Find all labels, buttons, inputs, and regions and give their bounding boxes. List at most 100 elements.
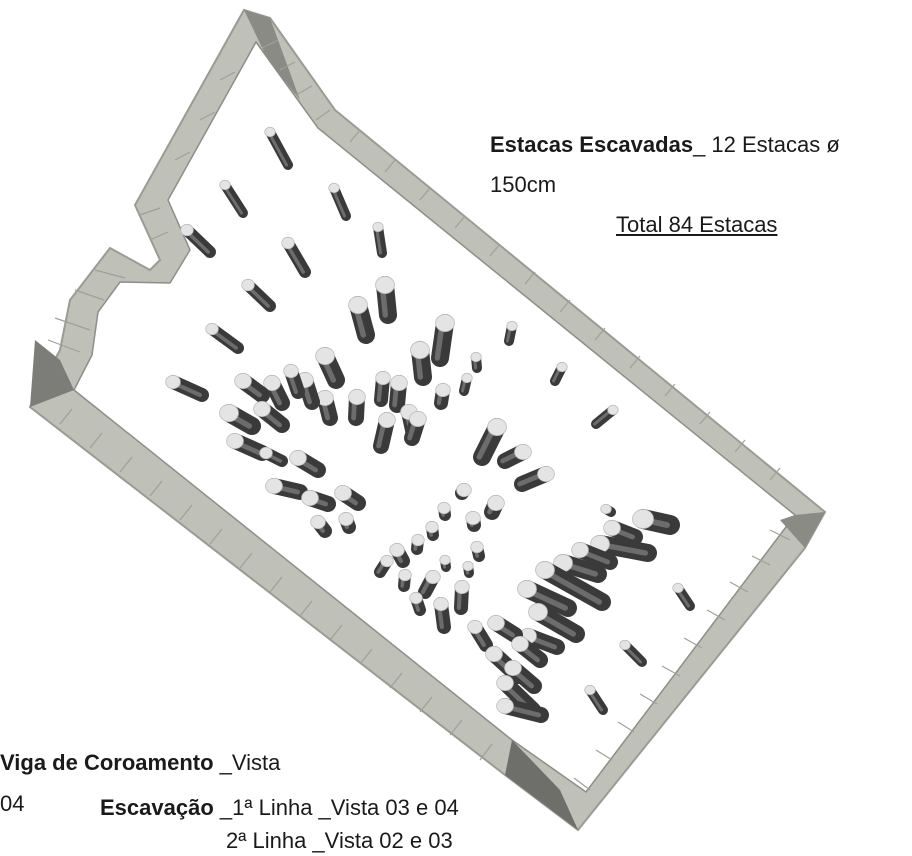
pile <box>316 389 338 426</box>
pile-cap <box>496 675 514 692</box>
pile-cap <box>487 615 505 632</box>
wall-joint <box>479 743 493 761</box>
wall-joint <box>261 39 279 49</box>
pile <box>514 465 555 492</box>
pile-cap <box>234 372 252 389</box>
pile <box>517 580 577 617</box>
estacas-diameter: 150cm <box>490 172 557 197</box>
pile-cap <box>380 554 394 568</box>
pile <box>259 446 288 467</box>
pile <box>241 278 276 312</box>
estacas-sep: _ <box>693 132 712 157</box>
wall-corner-shadow <box>244 10 300 100</box>
pile <box>484 494 505 520</box>
pile-cap <box>263 374 281 391</box>
wall-joint <box>295 85 313 96</box>
pile-cap <box>338 511 354 527</box>
pile <box>462 560 474 578</box>
estacas-title: Estacas Escavadas <box>490 132 694 157</box>
pile <box>328 182 351 221</box>
pile <box>289 449 326 478</box>
wall-joint <box>573 777 591 791</box>
wall-joint <box>706 609 726 621</box>
pile-cap <box>485 646 503 663</box>
pile <box>411 533 425 555</box>
pile <box>619 639 647 667</box>
pile <box>418 569 441 599</box>
wall-joint <box>89 432 103 449</box>
viga-detail-2: 04 <box>0 791 25 816</box>
escavacao-detail: _1ª Linha _Vista 03 e 04 <box>213 795 459 820</box>
pile <box>219 179 248 218</box>
pile-cap <box>375 370 391 386</box>
pile-cap <box>465 510 481 526</box>
pile-cap <box>310 514 326 530</box>
wall-corner-shadow <box>505 740 578 830</box>
pile <box>425 520 439 541</box>
wall-joint <box>219 71 236 81</box>
pile <box>535 561 611 611</box>
viga-title: Viga de Coroamento <box>0 750 214 775</box>
pile <box>584 684 608 715</box>
pile <box>180 223 216 258</box>
pile <box>219 404 261 435</box>
estacas-total: Total 84 Estacas <box>616 212 778 237</box>
pile-cap <box>205 322 219 336</box>
wall-corner-shadow <box>780 512 825 548</box>
pile <box>431 314 455 367</box>
pile-cap <box>435 382 451 398</box>
wall-panel-lines <box>47 39 791 791</box>
pile <box>454 579 470 615</box>
wall-joint <box>329 624 343 641</box>
pile-cap <box>535 561 555 579</box>
pile <box>375 276 397 324</box>
pile-cap <box>584 684 596 696</box>
pile <box>373 411 396 454</box>
pile-cap <box>289 449 307 466</box>
wall-joint <box>54 317 91 331</box>
wall-joint <box>524 271 536 285</box>
pile <box>600 503 616 517</box>
pile <box>301 489 336 512</box>
wall-joint <box>489 243 501 257</box>
pile <box>470 540 485 562</box>
pile-cap <box>504 660 522 677</box>
pile-cap <box>283 363 299 379</box>
pile <box>315 347 345 389</box>
wall-joint <box>769 467 781 481</box>
pile-cap <box>435 314 455 332</box>
pile <box>410 341 432 386</box>
wall-joint <box>239 552 253 569</box>
pile-cap <box>487 418 507 436</box>
wall-joint <box>699 411 711 425</box>
pile-cap <box>470 540 484 554</box>
pile <box>205 322 244 354</box>
wall-joint <box>595 749 613 761</box>
pile <box>550 361 568 386</box>
pile <box>497 443 532 469</box>
pile-cap <box>462 560 474 572</box>
pile-cap <box>619 639 631 651</box>
pile <box>487 615 523 643</box>
wall-joint <box>299 600 313 617</box>
wall-joint <box>209 528 223 545</box>
pile-cap <box>390 374 408 391</box>
pile-group <box>165 126 695 723</box>
pile-cap <box>425 520 439 534</box>
pile <box>165 374 209 402</box>
wall-joint <box>179 504 193 521</box>
pile-cap <box>672 582 684 594</box>
pile <box>470 351 482 373</box>
pile <box>389 374 408 413</box>
pile-cap <box>372 221 384 233</box>
pile <box>632 509 680 535</box>
pile-cap <box>571 542 589 559</box>
pile-cap <box>537 465 555 482</box>
pile <box>374 554 394 578</box>
pile-cap <box>219 404 239 422</box>
pile <box>265 477 308 500</box>
wall-joint <box>269 576 283 593</box>
pile-cap <box>410 341 430 359</box>
pile-cap <box>456 482 472 498</box>
